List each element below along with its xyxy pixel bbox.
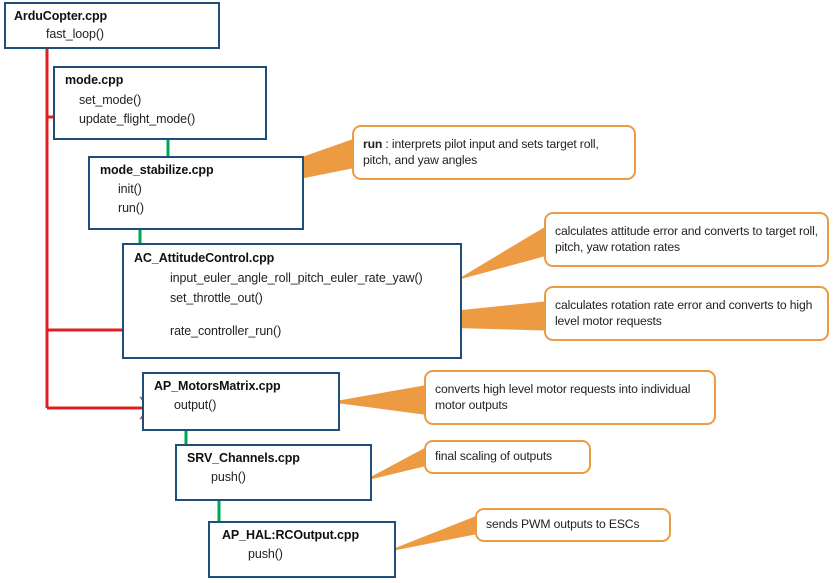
node-arducopter[interactable]: ArduCopter.cpp fast_loop() (4, 2, 220, 49)
node-title: mode.cpp (65, 73, 124, 87)
node-mode[interactable]: mode.cpp set_mode() update_flight_mode() (53, 66, 267, 140)
node-function[interactable]: push() (211, 470, 246, 484)
callout-final-scaling[interactable]: final scaling of outputs (424, 440, 591, 474)
node-title: AP_HAL:RCOutput.cpp (222, 528, 359, 542)
node-function[interactable]: set_mode() (79, 93, 142, 107)
callout-text: converts high level motor requests into … (435, 381, 691, 412)
node-function[interactable]: rate_controller_run() (170, 324, 282, 338)
callout-bold-lead: run (363, 136, 383, 151)
node-title: ArduCopter.cpp (14, 9, 108, 23)
callout-body: : interprets pilot input and sets target… (363, 136, 599, 167)
node-function[interactable]: run() (118, 201, 144, 215)
node-ap-hal-rcoutput[interactable]: AP_HAL:RCOutput.cpp push() (208, 521, 396, 578)
callout-run[interactable]: run : interprets pilot input and sets ta… (352, 125, 636, 180)
callout-text: calculates attitude error and converts t… (555, 223, 818, 254)
node-function[interactable]: push() (248, 547, 283, 561)
node-function[interactable]: output() (174, 398, 217, 412)
callout-motor-outputs[interactable]: converts high level motor requests into … (424, 370, 716, 425)
callout-pwm-escs[interactable]: sends PWM outputs to ESCs (475, 508, 671, 542)
leader-to-motor-outputs (332, 385, 425, 415)
node-title: mode_stabilize.cpp (100, 163, 214, 177)
node-srv-channels[interactable]: SRV_Channels.cpp push() (175, 444, 372, 501)
node-title: AP_MotorsMatrix.cpp (154, 379, 281, 393)
node-function[interactable]: fast_loop() (46, 27, 104, 41)
callout-text: run : interprets pilot input and sets ta… (354, 137, 634, 169)
node-function[interactable]: update_flight_mode() (79, 112, 196, 126)
leader-to-final-scaling (365, 448, 425, 481)
node-title: SRV_Channels.cpp (187, 451, 300, 465)
node-mode-stabilize[interactable]: mode_stabilize.cpp init() run() (88, 156, 304, 230)
node-title: AC_AttitudeControl.cpp (134, 251, 275, 265)
callout-text: sends PWM outputs to ESCs (486, 517, 640, 532)
leader-to-attitude-error (458, 227, 545, 280)
callout-text: final scaling of outputs (435, 449, 552, 464)
node-ap-motorsmatrix[interactable]: AP_MotorsMatrix.cpp output() (142, 372, 340, 431)
node-function[interactable]: init() (118, 182, 142, 196)
node-function[interactable]: input_euler_angle_roll_pitch_euler_rate_… (170, 271, 423, 285)
leader-to-pwm-escs (388, 516, 476, 552)
node-ac-attitudecontrol[interactable]: AC_AttitudeControl.cpp input_euler_angle… (122, 243, 462, 359)
callout-rate-error[interactable]: calculates rotation rate error and conve… (544, 286, 829, 341)
callout-text: calculates rotation rate error and conve… (555, 297, 813, 328)
callout-attitude-error[interactable]: calculates attitude error and converts t… (544, 212, 829, 267)
node-function[interactable]: set_throttle_out() (170, 291, 263, 305)
